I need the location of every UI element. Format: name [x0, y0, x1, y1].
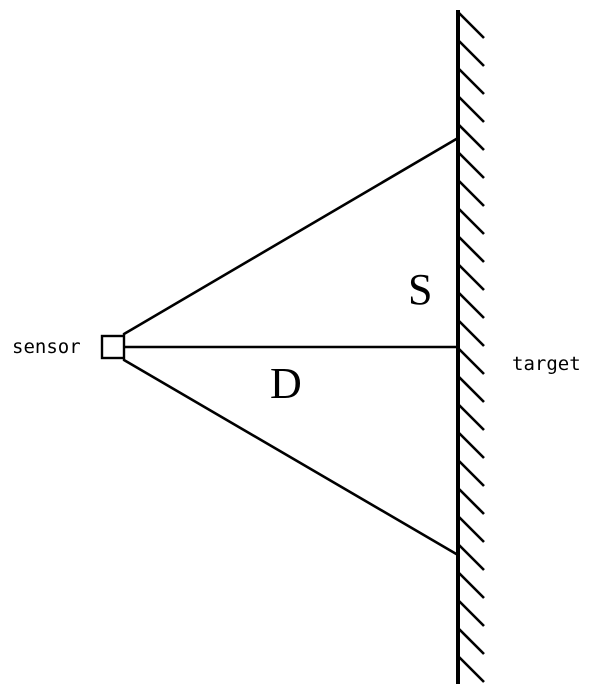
hatch-mark — [457, 179, 485, 207]
target-label: target — [512, 353, 581, 375]
hatch-mark — [457, 319, 485, 347]
hatch-mark — [457, 431, 485, 459]
hatch-mark — [457, 151, 485, 179]
hatch-mark — [457, 543, 485, 571]
sensor-box — [100, 334, 126, 360]
hatch-mark — [457, 123, 485, 151]
hatch-mark — [457, 95, 485, 123]
hatch-mark — [457, 599, 485, 627]
hatch-mark — [457, 487, 485, 515]
hatch-mark — [457, 11, 485, 39]
hatch-mark — [457, 207, 485, 235]
hatch-mark — [457, 515, 485, 543]
hatch-mark — [457, 655, 485, 683]
hatch-mark — [457, 459, 485, 487]
lower-beam-edge — [122, 358, 460, 557]
hatch-mark — [457, 291, 485, 319]
upper-beam-edge — [122, 136, 460, 336]
hatch-mark — [457, 235, 485, 263]
hatch-mark — [457, 375, 485, 403]
hatch-mark — [457, 403, 485, 431]
wall-hatching — [457, 11, 485, 683]
hatch-mark — [457, 571, 485, 599]
sensor-label: sensor — [12, 336, 81, 358]
distance-label: D — [270, 359, 302, 408]
hatch-mark — [457, 627, 485, 655]
hatch-mark — [457, 347, 485, 375]
hatch-mark — [457, 39, 485, 67]
hatch-mark — [457, 263, 485, 291]
spot-size-label: S — [408, 265, 432, 314]
hatch-mark — [457, 67, 485, 95]
